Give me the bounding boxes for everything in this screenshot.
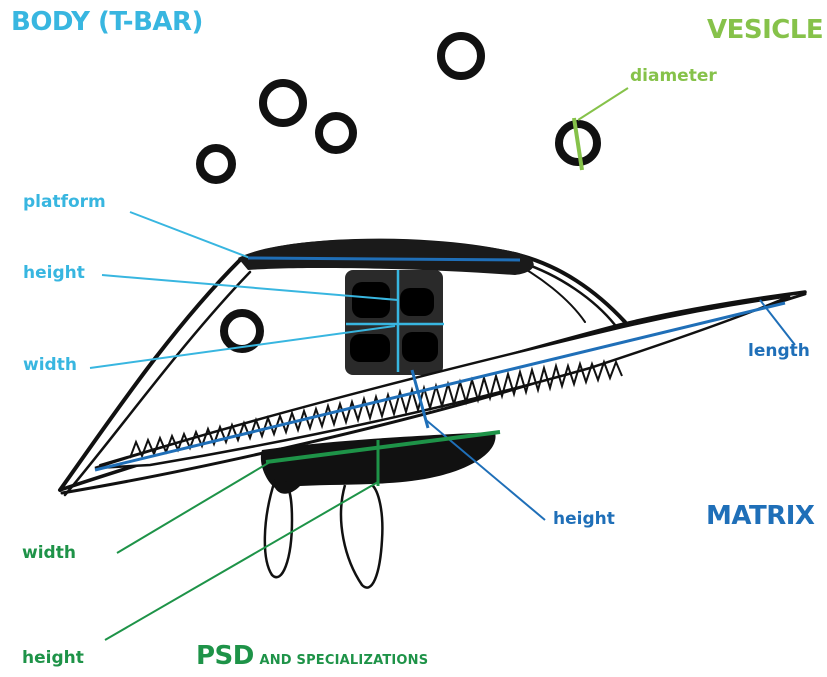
- matrix-title: MATRIX: [706, 503, 814, 529]
- matrix-length-label: length: [748, 343, 810, 360]
- platform-line: [248, 258, 520, 260]
- body-height-label: height: [23, 265, 85, 282]
- platform-leader: [130, 212, 250, 258]
- psd-title-group: PSD AND SPECIALIZATIONS: [196, 643, 428, 669]
- vesicle-circle: [263, 83, 303, 123]
- body-platform-label: platform: [23, 194, 106, 211]
- vesicle-circle: [441, 36, 481, 76]
- length-leader: [760, 300, 795, 345]
- vesicle-circle: [200, 148, 232, 180]
- vesicle-measurements: [574, 88, 628, 170]
- psd-height-label: height: [22, 650, 84, 667]
- psd-width-label: width: [22, 545, 76, 562]
- body-tbar-title: BODY (T-BAR): [11, 9, 203, 35]
- psd-height-leader: [105, 482, 378, 640]
- vesicle-circle: [319, 116, 353, 150]
- psd-specializations: [265, 480, 383, 588]
- psd-width-leader: [117, 462, 270, 553]
- psd-subtitle: AND SPECIALIZATIONS: [259, 653, 428, 668]
- vesicle-title: VESICLE: [707, 17, 823, 43]
- body-width-label: width: [23, 357, 77, 374]
- psd-title: PSD: [196, 641, 254, 671]
- vesicle-circle: [224, 313, 260, 349]
- diameter-leader: [578, 88, 628, 120]
- matrix-height-label: height: [553, 511, 615, 528]
- vesicle-diameter-label: diameter: [630, 68, 717, 85]
